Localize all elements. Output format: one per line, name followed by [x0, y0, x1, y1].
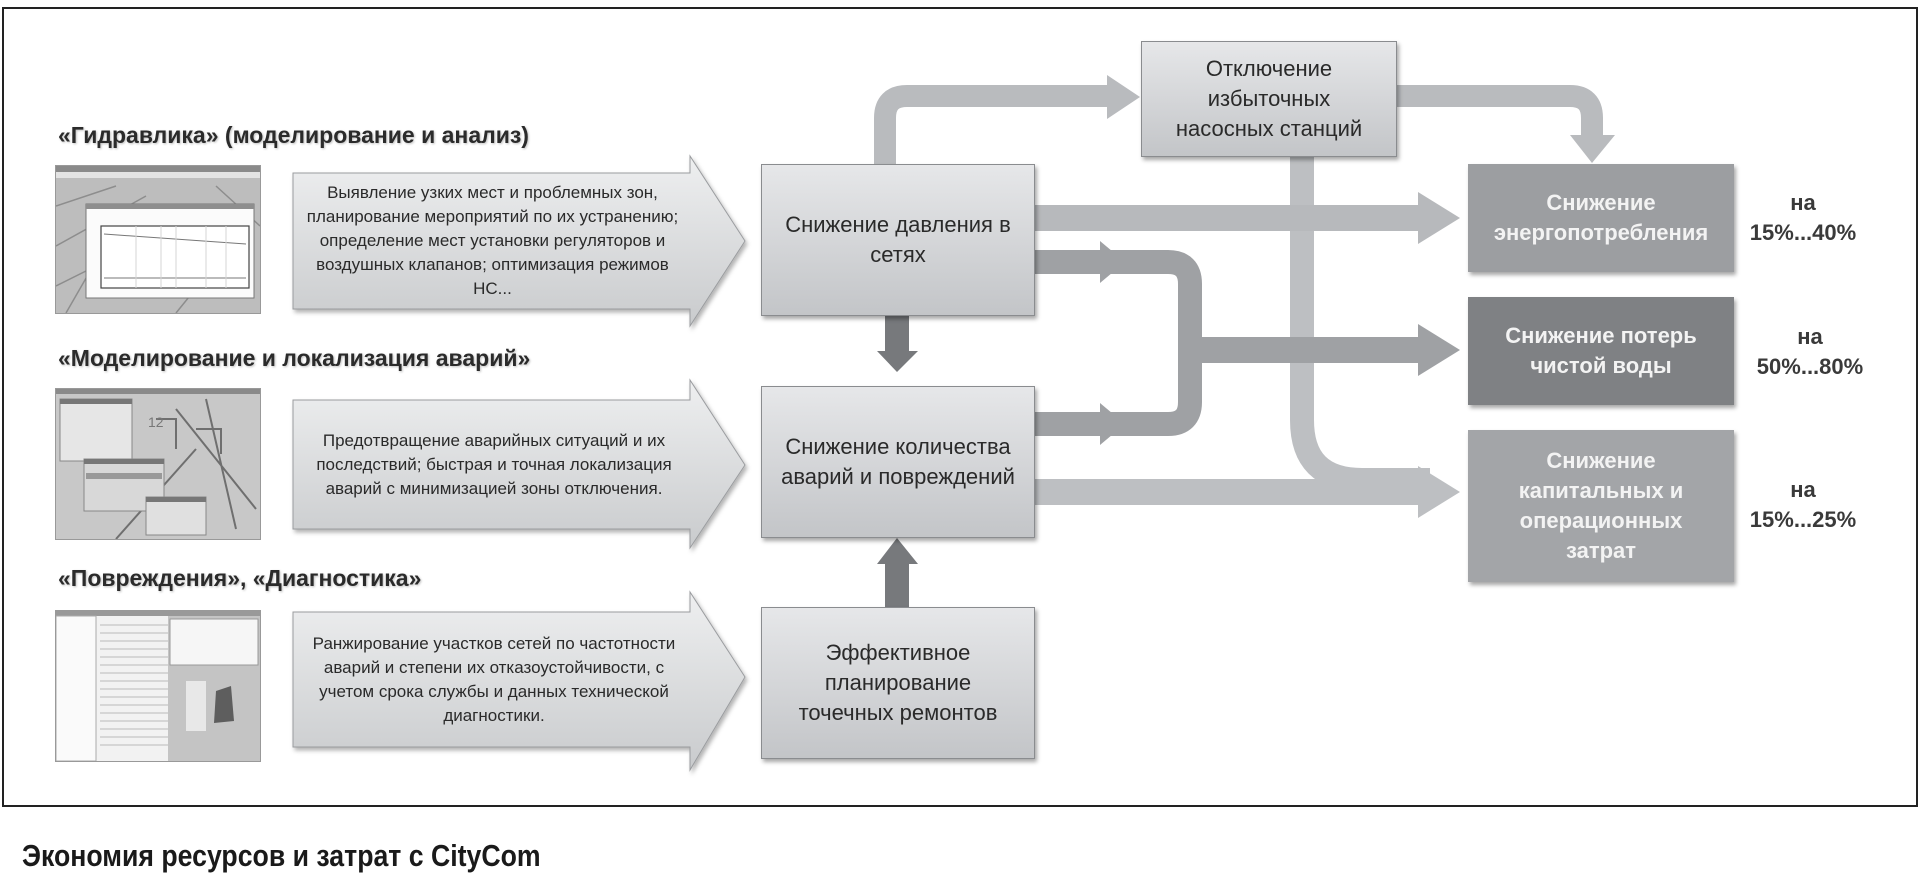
arrowhead-loop-top	[1100, 241, 1125, 283]
effect-box-pressure: Снижение давления в сетях	[761, 164, 1035, 316]
hydraulics-screenshot-icon	[55, 165, 261, 314]
result-water-percentage: на 50%...80%	[1745, 322, 1875, 382]
arrowhead-down	[877, 351, 918, 372]
arrowhead-energy	[1418, 192, 1460, 244]
accident-map-screenshot-icon: 12	[55, 388, 261, 540]
description-text-accidents: Предотвращение аварийных ситуаций и их п…	[316, 430, 672, 498]
result-energy-label: Снижение энергопотребления	[1493, 190, 1709, 245]
result-box-water: Снижение потерь чистой воды	[1468, 297, 1734, 405]
arrowhead-to-energy-top	[1570, 135, 1615, 163]
figure-caption: Экономия ресурсов и затрат с CityCom	[22, 838, 541, 873]
effect-box-accidents: Снижение количества аварий и повреждений	[761, 386, 1035, 538]
effect-box-pumps: Отключение избыточных насосных станций	[1141, 41, 1397, 157]
description-text-diagnostics: Ранжирование участков сетей по частотнос…	[312, 633, 676, 725]
arrowhead-costs	[1418, 466, 1460, 518]
diagnostics-screenshot-icon	[55, 610, 261, 762]
description-arrow-2	[292, 378, 746, 550]
connector-pressure-to-pumps	[874, 85, 1110, 164]
result-costs-prefix: на	[1790, 477, 1816, 502]
module-title-diagnostics: «Повреждения», «Диагностика»	[58, 565, 422, 591]
effect-accidents-label: Снижение количества аварий и повреждений	[781, 434, 1015, 489]
result-box-costs: Снижение капитальных и операционных затр…	[1468, 430, 1734, 582]
result-costs-label: Снижение капитальных и операционных затр…	[1518, 448, 1684, 563]
arrowhead-up	[877, 538, 918, 564]
module-title-accidents: «Моделирование и локализация аварий»	[58, 345, 531, 371]
arrowhead-water	[1418, 324, 1460, 376]
result-energy-percentage: на 15%...40%	[1738, 188, 1868, 248]
effect-box-repairs: Эффективное планирование точечных ремонт…	[761, 607, 1035, 759]
effect-pumps-label: Отключение избыточных насосных станций	[1175, 56, 1363, 141]
arrowhead-loop-bottom	[1100, 403, 1125, 445]
connector-pressure-to-water	[1035, 250, 1202, 436]
result-water-prefix: на	[1797, 324, 1823, 349]
result-energy-range: 15%...40%	[1749, 220, 1857, 245]
module-title-hydraulics: «Гидравлика» (моделирование и анализ)	[58, 122, 529, 148]
description-text-hydraulics: Выявление узких мест и проблемных зон, п…	[306, 183, 679, 298]
result-box-energy: Снижение энергопотребления	[1468, 164, 1734, 272]
connector-pumps-to-energy	[1395, 85, 1603, 138]
result-costs-percentage: на 15%...25%	[1738, 475, 1868, 535]
arrowhead-to-pumps	[1107, 75, 1140, 119]
result-energy-prefix: на	[1790, 190, 1816, 215]
description-arrow-3	[292, 590, 746, 772]
description-arrow-1	[292, 154, 746, 328]
effect-pressure-label: Снижение давления в сетях	[785, 212, 1011, 267]
connector-pumps-to-costs	[1290, 156, 1430, 492]
result-water-range: 50%...80%	[1756, 354, 1864, 379]
result-water-label: Снижение потерь чистой воды	[1505, 323, 1697, 378]
effect-repairs-label: Эффективное планирование точечных ремонт…	[798, 640, 998, 725]
result-costs-range: 15%...25%	[1749, 507, 1857, 532]
svg-text:12: 12	[148, 414, 164, 430]
